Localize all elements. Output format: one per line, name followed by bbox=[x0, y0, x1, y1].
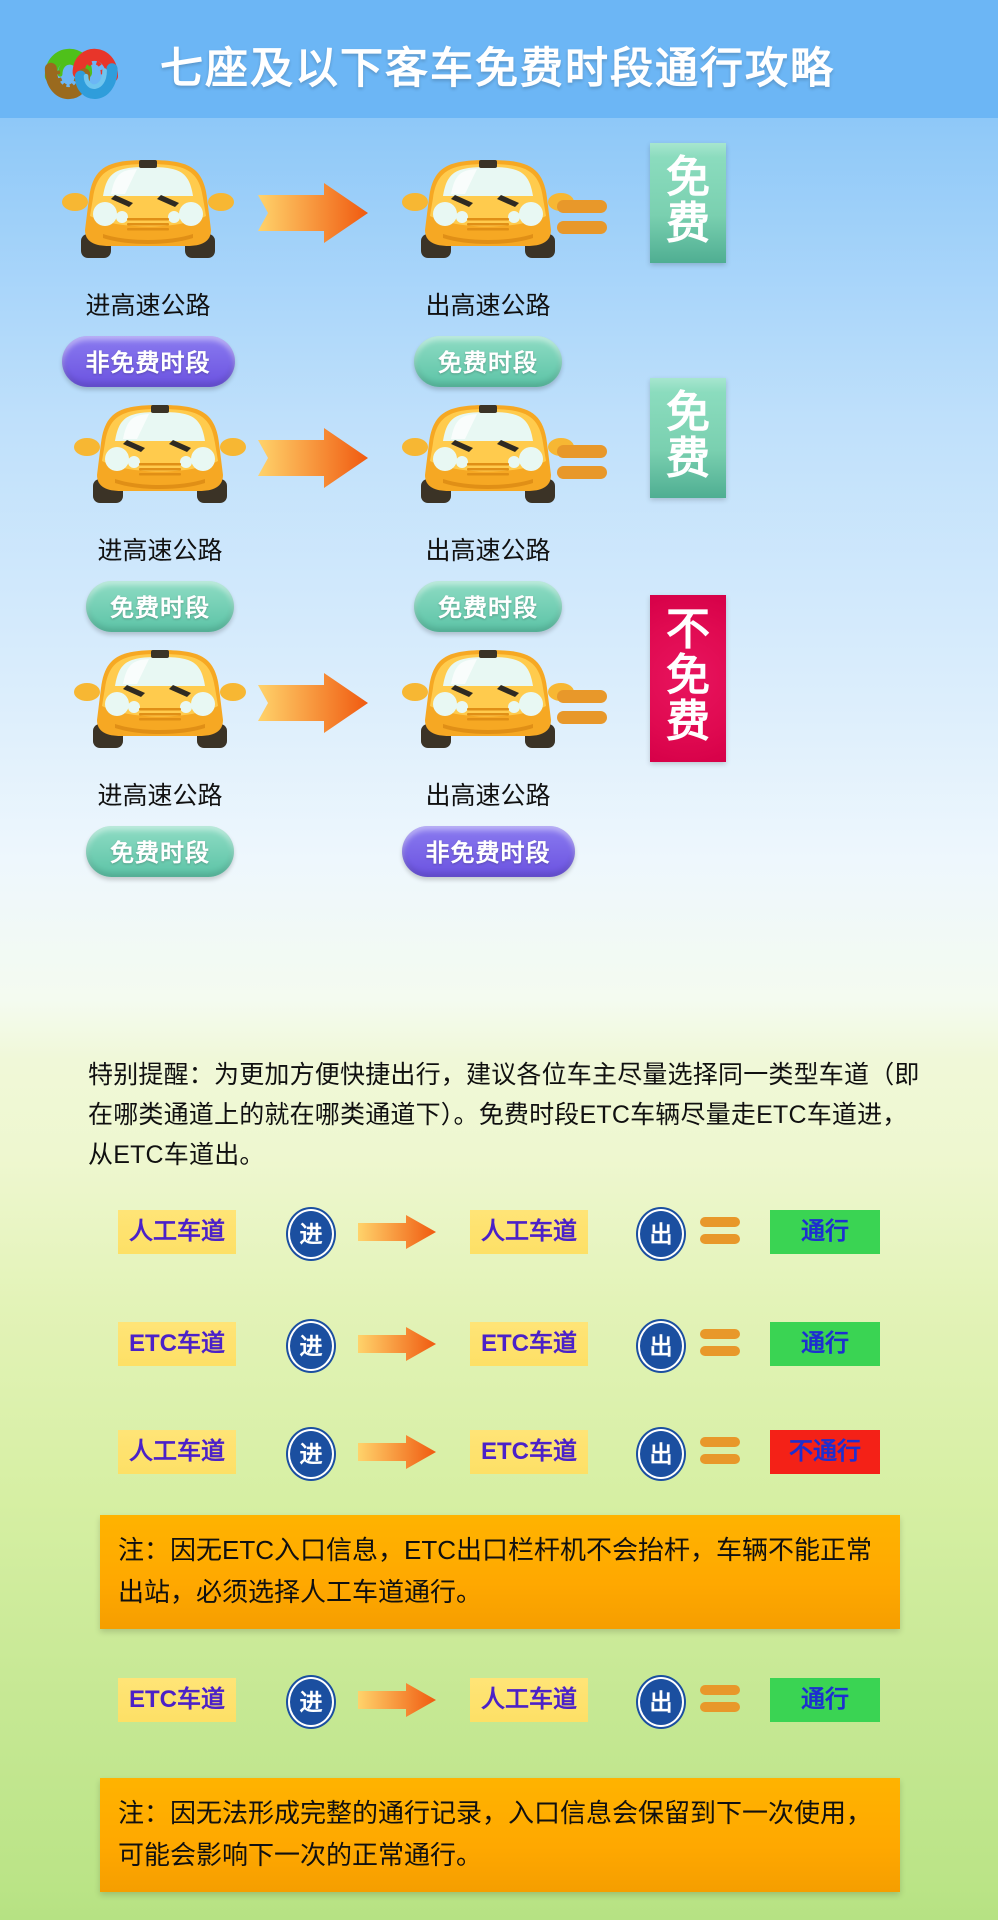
entry-mark-icon: 进 bbox=[288, 1209, 334, 1259]
flow-arrow-icon bbox=[258, 428, 368, 488]
result-banner-not-free: 不 免 费 bbox=[650, 595, 726, 762]
car-exit-badge: 非免费时段 bbox=[401, 826, 575, 877]
car-exit-group-2: 出高速公路 免费时段 bbox=[368, 383, 608, 632]
lane-result-badge: 通行 bbox=[770, 1678, 880, 1722]
car-exit-label: 出高速公路 bbox=[425, 782, 551, 810]
lane-row-3: 人工车道 进 ETC车道 出 不通行 bbox=[0, 1429, 998, 1479]
lane-entry-chip: 人工车道 bbox=[118, 1210, 236, 1254]
car-icon bbox=[399, 383, 577, 523]
equals-icon bbox=[700, 1685, 740, 1713]
lane-entry-chip: ETC车道 bbox=[118, 1678, 236, 1722]
car-row-3: 进高速公路 免费时段 bbox=[0, 595, 998, 908]
result-char: 免 bbox=[666, 651, 710, 701]
flow-arrow-icon bbox=[358, 1435, 436, 1469]
result-char: 免 bbox=[666, 153, 710, 202]
lane-exit-chip: 人工车道 bbox=[470, 1678, 588, 1722]
car-entry-label: 进高速公路 bbox=[85, 292, 211, 320]
car-entry-badge: 非免费时段 bbox=[61, 336, 235, 387]
lane-row-2: ETC车道 进 ETC车道 出 通行 bbox=[0, 1321, 998, 1371]
car-entry-badge: 免费时段 bbox=[86, 826, 234, 877]
car-row-1: 进高速公路 非免费时段 bbox=[0, 138, 998, 418]
exit-mark-icon: 出 bbox=[638, 1429, 684, 1479]
car-row-2: 进高速公路 免费时段 bbox=[0, 378, 998, 663]
exit-mark-icon: 出 bbox=[638, 1677, 684, 1727]
equals-icon bbox=[557, 690, 607, 724]
equals-icon bbox=[700, 1329, 740, 1357]
lane-exit-chip: ETC车道 bbox=[470, 1430, 588, 1474]
lane-result-badge: 通行 bbox=[770, 1322, 880, 1366]
header-bar: 七座及以下客车免费时段通行攻略 bbox=[0, 0, 998, 118]
car-icon bbox=[71, 628, 249, 768]
exit-mark-icon: 出 bbox=[638, 1209, 684, 1259]
car-icon bbox=[71, 383, 249, 523]
flow-arrow-icon bbox=[258, 183, 368, 243]
equals-icon bbox=[557, 200, 607, 234]
car-entry-group-2: 进高速公路 免费时段 bbox=[40, 383, 280, 632]
car-exit-group-1: 出高速公路 免费时段 bbox=[368, 138, 608, 387]
car-exit-group-3: 出高速公路 非免费时段 bbox=[368, 628, 608, 877]
car-entry-label: 进高速公路 bbox=[97, 782, 223, 810]
result-char: 费 bbox=[666, 434, 710, 484]
flow-arrow-icon bbox=[358, 1683, 436, 1717]
car-exit-badge: 免费时段 bbox=[414, 581, 562, 632]
result-char: 免 bbox=[666, 388, 710, 437]
car-exit-label: 出高速公路 bbox=[425, 537, 551, 565]
entry-mark-icon: 进 bbox=[288, 1321, 334, 1371]
result-char: 费 bbox=[666, 697, 710, 747]
car-entry-group-3: 进高速公路 免费时段 bbox=[40, 628, 280, 877]
lane-entry-chip: 人工车道 bbox=[118, 1430, 236, 1474]
entry-mark-icon: 进 bbox=[288, 1429, 334, 1479]
note-box-2: 注：因无法形成完整的通行记录，入口信息会保留到下一次使用，可能会影响下一次的正常… bbox=[100, 1778, 900, 1892]
equals-icon bbox=[700, 1217, 740, 1245]
lane-entry-chip: ETC车道 bbox=[118, 1322, 236, 1366]
car-entry-badge: 免费时段 bbox=[86, 581, 234, 632]
exit-mark-icon: 出 bbox=[638, 1321, 684, 1371]
entry-mark-icon: 进 bbox=[288, 1677, 334, 1727]
car-exit-label: 出高速公路 bbox=[425, 292, 551, 320]
lane-exit-chip: ETC车道 bbox=[470, 1322, 588, 1366]
car-entry-label: 进高速公路 bbox=[97, 537, 223, 565]
result-char: 费 bbox=[666, 199, 710, 249]
page-title: 七座及以下客车免费时段通行攻略 bbox=[160, 45, 835, 93]
transport-logo-icon bbox=[33, 28, 128, 116]
flow-arrow-icon bbox=[358, 1215, 436, 1249]
result-char: 不 bbox=[666, 605, 710, 654]
car-icon bbox=[399, 628, 577, 768]
lane-row-1: 人工车道 进 人工车道 出 通行 bbox=[0, 1209, 998, 1259]
car-icon bbox=[59, 138, 237, 278]
special-notice-text: 特别提醒：为更加方便快捷出行，建议各位车主尽量选择同一类型车道（即在哪类通道上的… bbox=[88, 1061, 920, 1169]
result-banner-free: 免 费 bbox=[650, 143, 726, 264]
lane-row-4: ETC车道 进 人工车道 出 通行 bbox=[0, 1677, 998, 1727]
equals-icon bbox=[700, 1437, 740, 1465]
equals-icon bbox=[557, 445, 607, 479]
flow-arrow-icon bbox=[358, 1327, 436, 1361]
flow-arrow-icon bbox=[258, 673, 368, 733]
lane-exit-chip: 人工车道 bbox=[470, 1210, 588, 1254]
car-icon bbox=[399, 138, 577, 278]
car-exit-badge: 免费时段 bbox=[414, 336, 562, 387]
lane-result-badge: 通行 bbox=[770, 1210, 880, 1254]
car-entry-group-1: 进高速公路 非免费时段 bbox=[28, 138, 268, 387]
lane-result-badge: 不通行 bbox=[770, 1430, 880, 1474]
note-box-1: 注：因无ETC入口信息，ETC出口栏杆机不会抬杆，车辆不能正常出站，必须选择人工… bbox=[100, 1515, 900, 1629]
result-banner-free: 免 费 bbox=[650, 378, 726, 499]
